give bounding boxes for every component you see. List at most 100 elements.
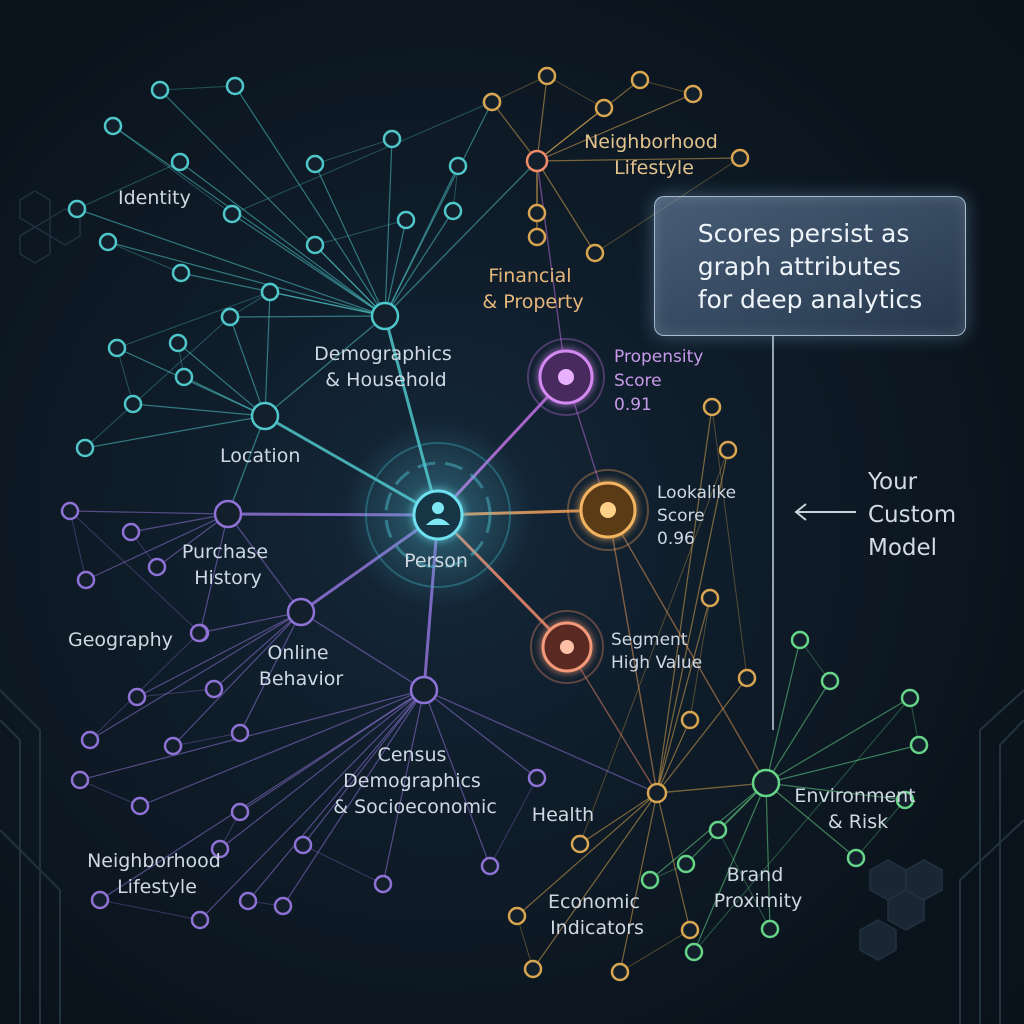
- graph-node[interactable]: [171, 263, 191, 283]
- graph-node[interactable]: [448, 156, 468, 176]
- graph-node[interactable]: [909, 735, 929, 755]
- graph-node[interactable]: [527, 768, 547, 788]
- graph-node[interactable]: [70, 770, 90, 790]
- graph-node[interactable]: [370, 301, 400, 331]
- graph-node[interactable]: [640, 870, 660, 890]
- graph-node[interactable]: [373, 874, 393, 894]
- graph-node[interactable]: [163, 736, 183, 756]
- graph-edge: [132, 403, 266, 417]
- graph-node[interactable]: [293, 835, 313, 855]
- graph-node[interactable]: [238, 891, 258, 911]
- graph-node[interactable]: [700, 588, 720, 608]
- graph-node[interactable]: [708, 820, 728, 840]
- graph-node[interactable]: [67, 199, 87, 219]
- graph-edge: [384, 101, 493, 317]
- graph-node[interactable]: [210, 839, 230, 859]
- graph-edge: [156, 513, 229, 568]
- graph-edge: [229, 315, 386, 318]
- score-node-lookalike[interactable]: [567, 469, 649, 551]
- graph-node[interactable]: [683, 84, 703, 104]
- graph-node[interactable]: [482, 92, 502, 112]
- graph-node[interactable]: [790, 630, 810, 650]
- graph-node[interactable]: [147, 557, 167, 577]
- graph-node[interactable]: [820, 671, 840, 691]
- graph-node[interactable]: [123, 394, 143, 414]
- graph-node[interactable]: [75, 438, 95, 458]
- graph-node[interactable]: [680, 920, 700, 940]
- graph-node[interactable]: [680, 710, 700, 730]
- graph-node[interactable]: [702, 397, 722, 417]
- graph-edge: [89, 632, 200, 741]
- graph-edge: [76, 208, 386, 317]
- graph-node[interactable]: [190, 910, 210, 930]
- graph-node[interactable]: [76, 570, 96, 590]
- graph-node[interactable]: [80, 730, 100, 750]
- graph-node[interactable]: [737, 668, 757, 688]
- graph-node[interactable]: [900, 688, 920, 708]
- graph-node[interactable]: [570, 834, 590, 854]
- graph-node[interactable]: [382, 129, 402, 149]
- score-node-segment[interactable]: [530, 610, 604, 684]
- graph-node[interactable]: [189, 623, 209, 643]
- graph-node[interactable]: [846, 848, 866, 868]
- graph-node[interactable]: [305, 154, 325, 174]
- graph-node[interactable]: [676, 854, 696, 874]
- graph-node[interactable]: [250, 401, 280, 431]
- graph-node[interactable]: [895, 790, 915, 810]
- graph-node[interactable]: [630, 70, 650, 90]
- label-economic: Economic Indicators: [548, 891, 646, 939]
- graph-node[interactable]: [170, 152, 190, 172]
- graph-node[interactable]: [98, 232, 118, 252]
- graph-node[interactable]: [523, 959, 543, 979]
- graph-node[interactable]: [443, 201, 463, 221]
- graph-node[interactable]: [230, 723, 250, 743]
- graph-node[interactable]: [60, 501, 80, 521]
- graph-node[interactable]: [103, 116, 123, 136]
- graph-node[interactable]: [150, 80, 170, 100]
- graph-edge: [566, 646, 658, 794]
- graph-node[interactable]: [286, 597, 316, 627]
- graph-edge: [619, 929, 691, 973]
- graph-node[interactable]: [409, 675, 439, 705]
- graph-node[interactable]: [718, 440, 738, 460]
- graph-edge: [139, 689, 425, 807]
- graph-node[interactable]: [204, 679, 224, 699]
- score-node-propensity[interactable]: [527, 338, 605, 416]
- graph-node[interactable]: [130, 796, 150, 816]
- graph-node[interactable]: [225, 76, 245, 96]
- graph-node[interactable]: [305, 235, 325, 255]
- graph-node[interactable]: [273, 896, 293, 916]
- graph-node[interactable]: [760, 919, 780, 939]
- graph-edge: [213, 611, 302, 690]
- graph-node[interactable]: [230, 802, 250, 822]
- graph-node[interactable]: [527, 227, 547, 247]
- graph-node[interactable]: [525, 149, 549, 173]
- center-node-person[interactable]: [343, 420, 533, 610]
- graph-node[interactable]: [684, 942, 704, 962]
- graph-node[interactable]: [107, 338, 127, 358]
- graph-node[interactable]: [396, 210, 416, 230]
- graph-node[interactable]: [585, 243, 605, 263]
- graph-node[interactable]: [127, 687, 147, 707]
- graph-edge: [382, 689, 425, 885]
- graph-node[interactable]: [751, 768, 781, 798]
- graph-node[interactable]: [260, 282, 280, 302]
- graph-node[interactable]: [220, 307, 240, 327]
- label-demographics: Demographics & Household: [314, 343, 458, 391]
- graph-node[interactable]: [213, 499, 243, 529]
- graph-node[interactable]: [537, 66, 557, 86]
- graph-node[interactable]: [527, 203, 547, 223]
- graph-node[interactable]: [90, 890, 110, 910]
- graph-node[interactable]: [730, 148, 750, 168]
- graph-node[interactable]: [121, 522, 141, 542]
- graph-node[interactable]: [222, 204, 242, 224]
- graph-node[interactable]: [480, 856, 500, 876]
- graph-node[interactable]: [507, 906, 527, 926]
- graph-node[interactable]: [168, 333, 188, 353]
- graph-node[interactable]: [174, 367, 194, 387]
- graph-node[interactable]: [594, 98, 614, 118]
- graph-node[interactable]: [610, 962, 630, 982]
- graph-node[interactable]: [646, 782, 668, 804]
- graph-edge: [227, 513, 302, 613]
- graph-edge: [177, 342, 266, 417]
